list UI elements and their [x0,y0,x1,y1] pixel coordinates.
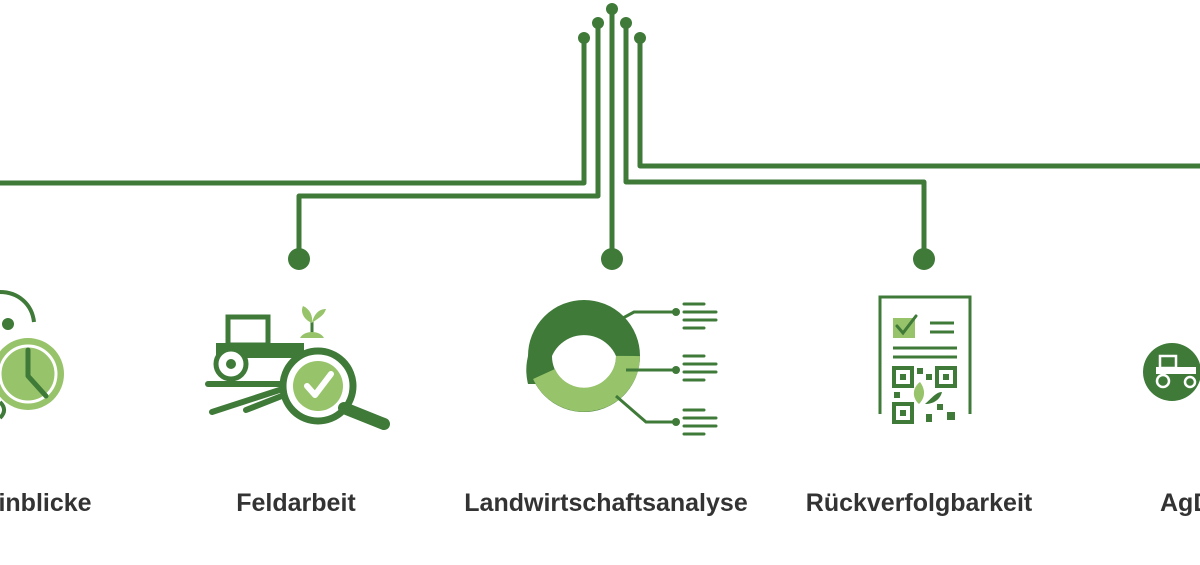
tractor-circle-icon [1143,343,1200,401]
item-label-insights: inblicke [0,489,92,517]
connector-insights [0,40,587,186]
node-top-3 [606,3,618,15]
qr-document-check-icon [878,295,972,424]
item-label-agdata: AgData [1160,489,1200,517]
node-top-5 [634,32,646,44]
node-traceability [913,248,935,270]
node-field-work [288,248,310,270]
tractor-magnifier-check-icon [205,306,390,430]
node-top-4 [620,17,632,29]
connector-traceability [623,24,927,258]
item-label-field-work: Feldarbeit [236,489,356,517]
item-label-traceability: Rückverfolgbarkeit [805,489,1033,517]
donut-chart-icon [526,300,718,436]
connector-agdata [637,40,1200,169]
node-top-1 [578,32,590,44]
item-label-analysis: Landwirtschaftsanalyse [464,489,748,517]
clock-insight-icon [0,290,64,420]
node-analysis [601,248,623,270]
node-top-2 [592,17,604,29]
connector-field-work [296,24,601,258]
